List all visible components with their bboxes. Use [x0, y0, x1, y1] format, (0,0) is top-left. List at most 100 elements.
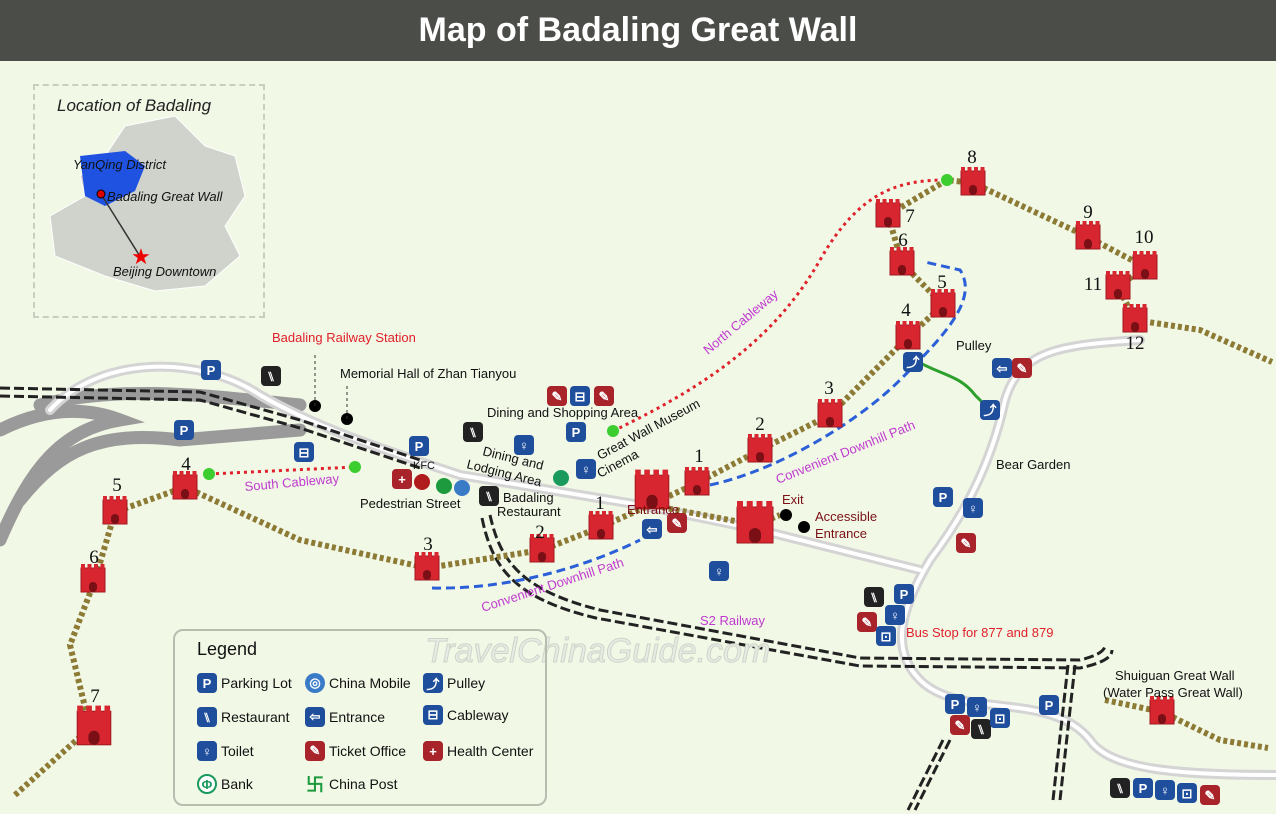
tower-north-4[interactable]	[895, 321, 921, 350]
bank-icon: Φ	[197, 774, 217, 794]
svg-text:P: P	[900, 587, 909, 602]
cableway-station[interactable]	[607, 425, 619, 437]
ticket-icon[interactable]: ✎	[594, 386, 614, 406]
ticket-icon[interactable]: ✎	[547, 386, 567, 406]
ticket-icon[interactable]: ✎	[1012, 358, 1032, 378]
bus-icon[interactable]: ⊡	[876, 626, 896, 646]
restaurant-icon[interactable]: ⑊	[864, 587, 884, 607]
toilet-icon[interactable]: ♀	[576, 459, 596, 479]
site-label: Badaling Great Wall	[107, 189, 223, 204]
parking-icon[interactable]: P	[409, 436, 429, 456]
svg-text:⇦: ⇦	[646, 522, 658, 537]
tower-north-5[interactable]	[930, 289, 956, 318]
tower-south-7[interactable]	[76, 705, 112, 746]
cableway-icon[interactable]: ⊟	[570, 386, 590, 406]
district-label: YanQing District	[73, 157, 167, 172]
tower-north-6[interactable]	[889, 247, 915, 276]
toilet-icon[interactable]: ♀	[963, 498, 983, 518]
tower-number: 4	[181, 454, 191, 475]
parking-icon[interactable]: P	[201, 360, 221, 380]
svg-text:⑊: ⑊	[485, 489, 493, 504]
accessible-1-label: Accessible	[815, 509, 877, 524]
parking-icon: P	[197, 673, 217, 693]
ticket-office-icon: ✎	[305, 741, 325, 761]
restaurant-icon[interactable]: ⑊	[1110, 778, 1130, 798]
tower-south-2[interactable]	[529, 534, 555, 563]
china-mobile-icon[interactable]	[454, 480, 470, 496]
parking-icon[interactable]: P	[933, 487, 953, 507]
entrance-icon[interactable]: ⇦	[992, 358, 1012, 378]
parking-icon[interactable]: P	[566, 422, 586, 442]
tower-south-3[interactable]	[414, 552, 440, 581]
ticket-icon[interactable]: ✎	[950, 715, 970, 735]
tower-south-4[interactable]	[172, 471, 198, 500]
tower-south-5[interactable]	[102, 496, 128, 525]
legend-health-center: +Health Center	[423, 741, 533, 761]
tower-number: 1	[694, 446, 704, 467]
svg-text:⑊: ⑊	[267, 369, 275, 384]
shuiguan-tower[interactable]	[1149, 696, 1175, 725]
restaurant-icon[interactable]: ⑊	[261, 366, 281, 386]
tower-north-1[interactable]	[684, 467, 710, 496]
entrance-gate[interactable]	[634, 469, 670, 510]
parking-icon[interactable]: P	[894, 584, 914, 604]
kfc-icon[interactable]	[414, 474, 430, 490]
tower-north-12[interactable]	[1122, 304, 1148, 333]
tower-north-3[interactable]	[817, 399, 843, 428]
exit-gate[interactable]	[736, 501, 774, 544]
beijing-map: ★ YanQing District Badaling Great Wall B…	[49, 115, 246, 292]
restaurant-icon[interactable]: ⑊	[463, 422, 483, 442]
tower-number: 6	[89, 547, 99, 568]
tower-north-7[interactable]	[875, 199, 901, 228]
tower-north-8[interactable]	[960, 167, 986, 196]
legend-label: Parking Lot	[221, 675, 292, 691]
tower-south-6[interactable]	[80, 564, 106, 593]
svg-text:✎: ✎	[961, 536, 972, 551]
accessible-2-label: Entrance	[815, 526, 867, 541]
toilet-icon[interactable]: ♀	[514, 435, 534, 455]
bus-icon[interactable]: ⊡	[990, 708, 1010, 728]
ticket-icon[interactable]: ✎	[1200, 785, 1220, 805]
toilet-icon[interactable]: ♀	[885, 605, 905, 625]
tower-north-9[interactable]	[1075, 221, 1101, 250]
health-icon[interactable]: +	[392, 469, 412, 489]
restaurant-icon[interactable]: ⑊	[479, 486, 499, 506]
china-post-icon[interactable]	[436, 478, 452, 494]
ticket-icon[interactable]: ✎	[956, 533, 976, 553]
ticket-icon[interactable]: ✎	[667, 513, 687, 533]
ticket-icon[interactable]: ✎	[857, 612, 877, 632]
svg-text:P: P	[939, 490, 948, 505]
tower-number: 6	[898, 230, 908, 251]
svg-text:♀: ♀	[1160, 783, 1170, 798]
pulley-icon[interactable]: ⤴	[903, 352, 923, 372]
tower-north-2[interactable]	[747, 434, 773, 463]
bank-icon[interactable]	[553, 470, 569, 486]
pulley-icon: ⤴	[423, 673, 443, 693]
pulley-icon[interactable]: ⤴	[980, 400, 1000, 420]
toilet-icon[interactable]: ♀	[967, 697, 987, 717]
cableway-station[interactable]	[349, 461, 361, 473]
cableway-station[interactable]	[941, 174, 953, 186]
parking-icon[interactable]: P	[1039, 695, 1059, 715]
svg-text:P: P	[1139, 781, 1148, 796]
point-marker	[780, 509, 792, 521]
cableway-station[interactable]	[203, 468, 215, 480]
tower-number: 7	[905, 206, 915, 227]
restaurant-icon[interactable]: ⑊	[971, 719, 991, 739]
parking-icon[interactable]: P	[945, 694, 965, 714]
tower-south-1[interactable]	[588, 511, 614, 540]
parking-icon[interactable]: P	[174, 420, 194, 440]
toilet-icon[interactable]: ♀	[1155, 780, 1175, 800]
tower-north-11[interactable]	[1105, 271, 1131, 300]
exit-label: Exit	[782, 492, 804, 507]
bus-icon[interactable]: ⊡	[1177, 783, 1197, 803]
entrance-icon[interactable]: ⇦	[642, 519, 662, 539]
parking-icon[interactable]: P	[1133, 778, 1153, 798]
cableway-icon[interactable]: ⊟	[294, 442, 314, 462]
tower-north-10[interactable]	[1132, 251, 1158, 280]
toilet-icon[interactable]: ♀	[709, 561, 729, 581]
